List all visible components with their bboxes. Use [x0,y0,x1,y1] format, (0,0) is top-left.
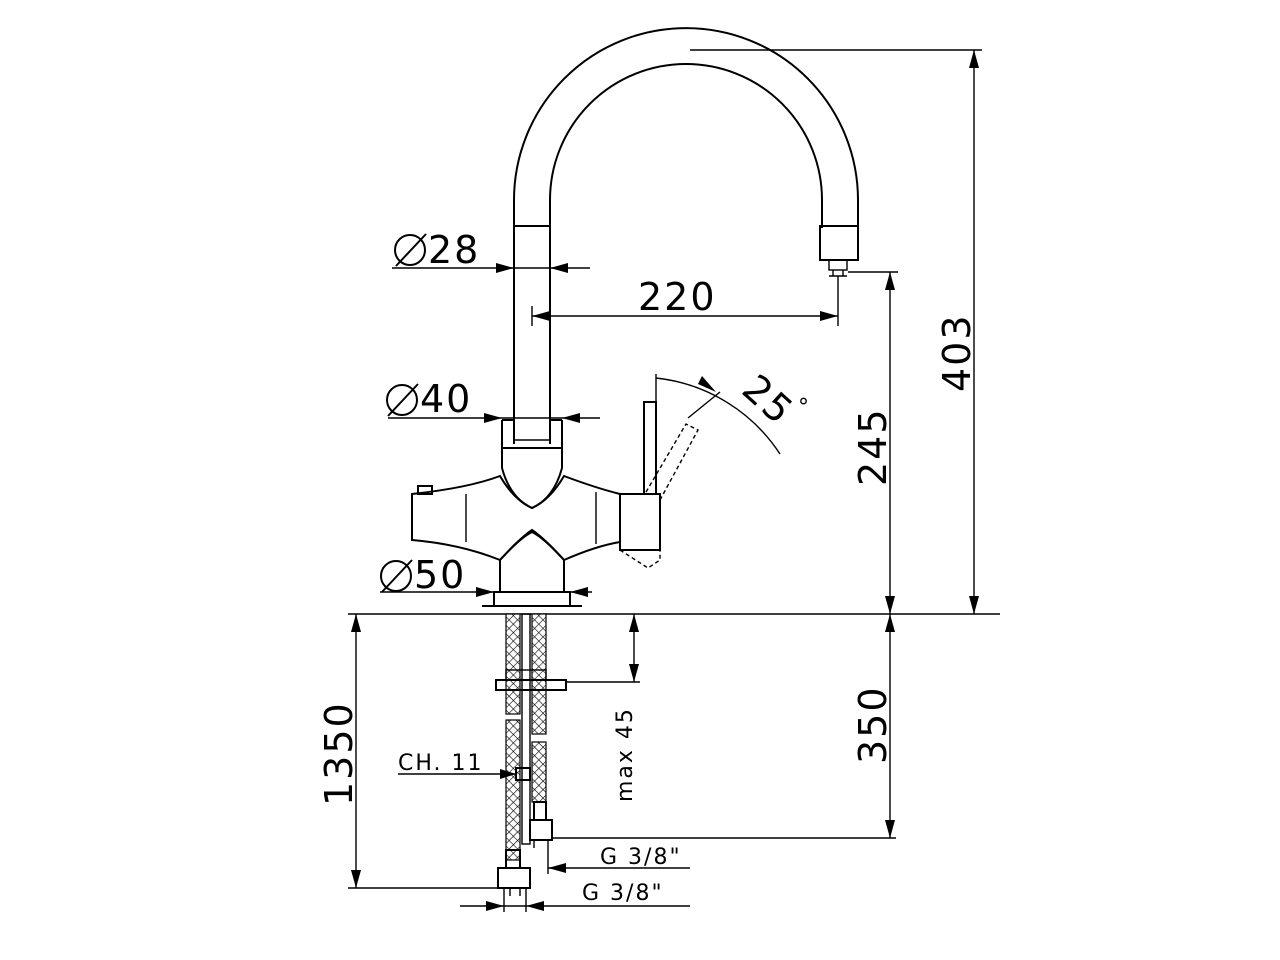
label-max-thickness: max 45 [613,707,638,802]
base-ring [493,591,571,607]
spout-tip [819,225,859,261]
dimension-lines [348,49,982,912]
label-hose-length: 1350 [317,701,361,806]
hose-right-lower [531,741,547,803]
label-lever-angle: 25 [734,366,802,434]
dimension-labels: 28 40 50 220 403 245 350 1350 max 45 25 … [317,228,979,906]
lever-alt-position [645,423,699,501]
diameter-symbols [380,233,427,593]
label-degree-symbol: ° [798,395,811,420]
label-spout-diameter: 28 [428,228,480,272]
hose-left-lower [505,719,521,861]
left-connector [497,867,531,889]
spout-arch [513,27,859,228]
label-shank-length: 350 [851,685,895,764]
hose-right-upper [531,613,547,735]
label-wrench-size: CH. 11 [398,751,484,776]
lever-housing [619,493,661,551]
label-outlet-height: 245 [851,407,895,486]
knob-cap [417,485,433,495]
lever-handle [643,401,657,495]
label-base-diameter: 50 [414,553,466,597]
faucet-outline [411,27,859,607]
label-connection-2: G 3/8" [582,881,664,906]
hose-left-upper [505,613,521,715]
aerator [828,259,848,271]
under-counter-assembly [495,613,567,896]
mixer-body [411,474,621,562]
label-overall-height: 403 [935,313,979,392]
label-spout-reach: 220 [638,275,717,319]
right-connector [529,819,553,841]
label-body-diameter: 40 [420,377,472,421]
spout-arch-inner [549,63,823,228]
label-connection-1: G 3/8" [600,845,682,870]
